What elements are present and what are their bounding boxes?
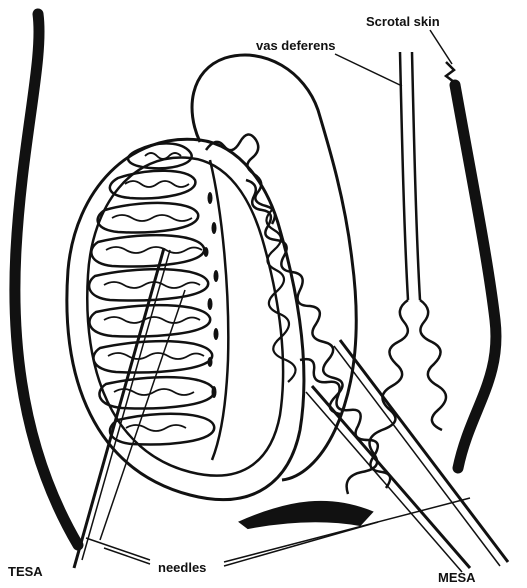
vas-deferens-right-wall — [412, 52, 420, 300]
label-mesa: MESA — [438, 570, 476, 585]
label-needles: needles — [158, 560, 206, 575]
epididymis-body-coil — [246, 180, 343, 414]
needles-leader-tesa — [86, 538, 150, 560]
scrotal-skin-cut-mark — [446, 62, 454, 82]
epididymis-envelope — [192, 55, 356, 480]
rete-testis-band — [210, 160, 228, 460]
needles-leader-tesa-2 — [104, 548, 150, 564]
rete-testis-dashes — [204, 192, 219, 398]
label-scrotal-skin: Scrotal skin — [366, 14, 440, 29]
scrotal-skin-leader — [430, 30, 452, 64]
label-tesa: TESA — [8, 564, 43, 579]
scrotal-skin-right — [455, 85, 496, 468]
needles-leader-mesa-2 — [224, 522, 378, 566]
epididymis-outer-coil — [266, 210, 295, 382]
vas-deferens-leader — [335, 54, 402, 86]
vas-deferens-left-wall — [400, 52, 408, 300]
tubule-coils — [104, 153, 204, 431]
label-vas-deferens: vas deferens — [256, 38, 336, 53]
scrotal-skin-bottom-fold — [240, 502, 372, 528]
vas-deferens-coil — [347, 300, 446, 494]
mesa-needle-upper — [334, 340, 508, 566]
